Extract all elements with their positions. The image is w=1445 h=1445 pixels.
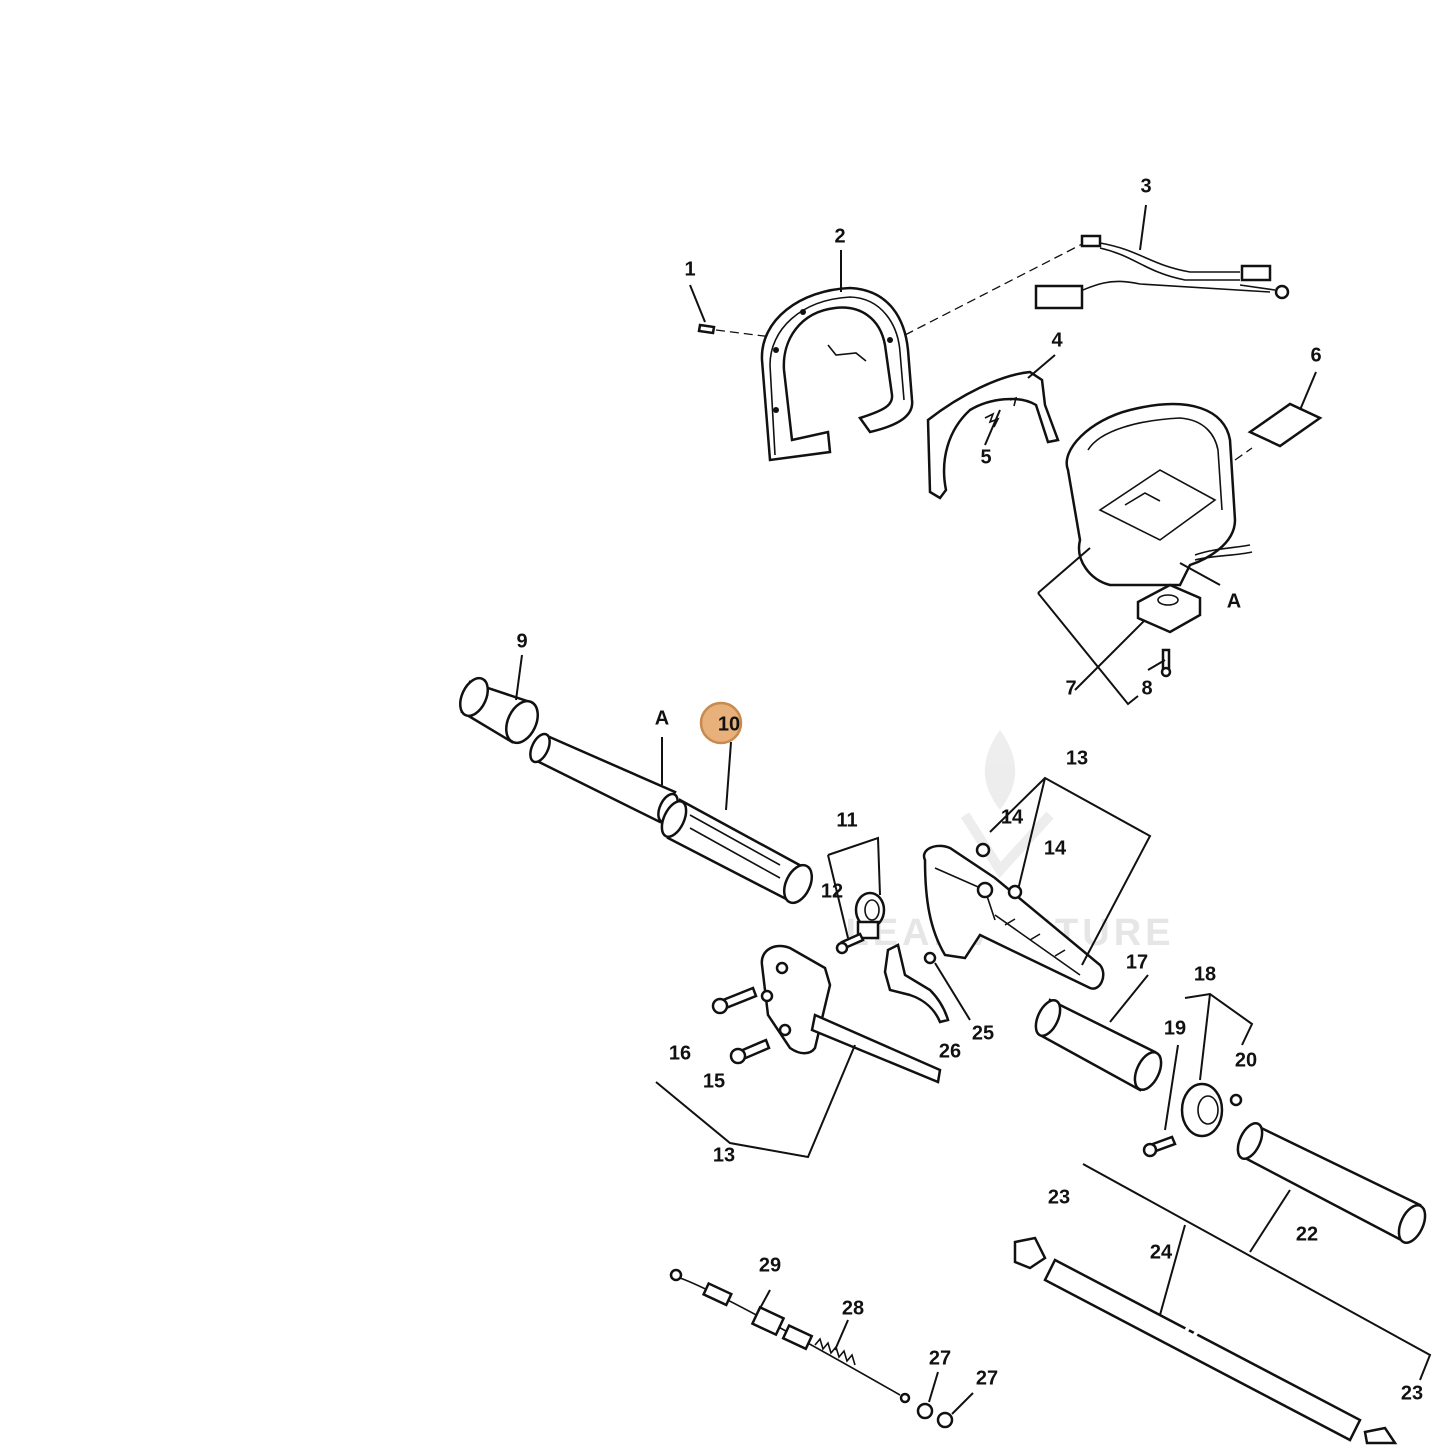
part-25-nut xyxy=(923,951,971,1021)
watermark-logo xyxy=(960,730,1054,879)
leader-8 xyxy=(1147,659,1166,671)
part-28-spring xyxy=(814,1319,911,1404)
callout-5: 5 xyxy=(980,446,991,468)
callout-1: 1 xyxy=(684,258,695,280)
part-18-clamp xyxy=(1180,992,1254,1138)
leader-1 xyxy=(689,284,706,323)
part-1-screw xyxy=(697,323,773,338)
part-3-wire-harness xyxy=(1034,234,1290,310)
part-5-spring xyxy=(984,396,1018,428)
callout-9: 9 xyxy=(516,630,527,652)
highlight-marker-10 xyxy=(699,701,743,745)
part-4-cover-plate xyxy=(926,370,1060,500)
callout-a-right: A xyxy=(1227,590,1241,612)
callout-15: 15 xyxy=(703,1070,725,1092)
part-12-screw xyxy=(835,932,865,955)
callout-22: 22 xyxy=(1296,1223,1318,1245)
callout-27-a: 27 xyxy=(929,1347,951,1369)
part-26-trigger xyxy=(883,943,950,1024)
part-shaft-tube-a xyxy=(529,732,679,824)
callout-7: 7 xyxy=(1065,677,1076,699)
part-14-nut-b xyxy=(1007,884,1023,900)
part-23-bushing-left xyxy=(1013,1236,1047,1270)
leader-7-b xyxy=(1037,592,1139,706)
callout-23-right: 23 xyxy=(1401,1382,1423,1404)
part-16-screw xyxy=(711,986,758,1015)
callout-6: 6 xyxy=(1310,344,1321,366)
part-19-screw xyxy=(1142,1044,1179,1158)
callout-28: 28 xyxy=(842,1297,864,1319)
part-6-decal xyxy=(1234,402,1323,461)
callout-13-upper: 13 xyxy=(1066,747,1088,769)
part-8-screw xyxy=(1160,648,1172,678)
leader-5 xyxy=(984,409,1001,446)
callout-25: 25 xyxy=(972,1022,994,1044)
callout-23-left: 23 xyxy=(1048,1186,1070,1208)
callout-12: 12 xyxy=(821,880,843,902)
part-11-clamp xyxy=(827,836,886,940)
part-17-tube xyxy=(1034,974,1163,1092)
part-9-sleeve xyxy=(458,676,539,745)
leader-4 xyxy=(1027,354,1056,379)
part-23-bushing-right xyxy=(1363,1426,1398,1445)
part-7-clamp-block xyxy=(1136,583,1202,634)
callout-8: 8 xyxy=(1141,677,1152,699)
part-10-grip xyxy=(660,741,814,905)
callout-17: 17 xyxy=(1126,951,1148,973)
callout-10: 10 xyxy=(718,713,740,735)
callout-11: 11 xyxy=(836,809,857,831)
callout-19: 19 xyxy=(1164,1017,1186,1039)
callout-16: 16 xyxy=(669,1042,691,1064)
part-13-handle-housing-lower xyxy=(655,944,942,1159)
callout-27-b: 27 xyxy=(976,1367,998,1389)
callout-29: 29 xyxy=(759,1254,781,1276)
part-24-drive-shaft xyxy=(1043,1163,1432,1442)
callout-13-lower: 13 xyxy=(713,1144,735,1166)
callout-14-b: 14 xyxy=(1044,837,1067,859)
callout-a-left: A xyxy=(655,707,669,729)
callout-2: 2 xyxy=(834,225,845,247)
part-29-throttle-cable xyxy=(669,1268,901,1396)
callout-14-a: 14 xyxy=(1001,806,1024,828)
callout-3: 3 xyxy=(1140,175,1151,197)
leader-6 xyxy=(1299,371,1317,411)
part-14-nut-a xyxy=(975,842,991,858)
callout-26: 26 xyxy=(939,1040,961,1062)
part-7-rear-handle xyxy=(1065,402,1253,587)
part-2-handle-shroud xyxy=(760,239,1091,462)
part-22-tube xyxy=(1236,1122,1427,1253)
leader-3 xyxy=(1139,204,1147,251)
leader-7-a xyxy=(1037,547,1091,594)
callout-18: 18 xyxy=(1194,963,1216,985)
leader-9 xyxy=(515,654,523,701)
callout-labels: 1 2 3 4 5 6 7 8 9 A A 10 11 12 13 13 14 … xyxy=(516,175,1423,1404)
callout-20: 20 xyxy=(1235,1049,1257,1071)
leader-7-c xyxy=(1074,619,1146,691)
part-13-handle-housing-upper xyxy=(922,776,1152,990)
part-20-nut xyxy=(1229,1093,1243,1107)
part-27-nut-b xyxy=(936,1392,974,1429)
part-15-screw xyxy=(729,1038,771,1065)
part-27-nut-a xyxy=(916,1371,939,1420)
callout-4: 4 xyxy=(1051,329,1063,351)
callout-24: 24 xyxy=(1150,1241,1173,1263)
